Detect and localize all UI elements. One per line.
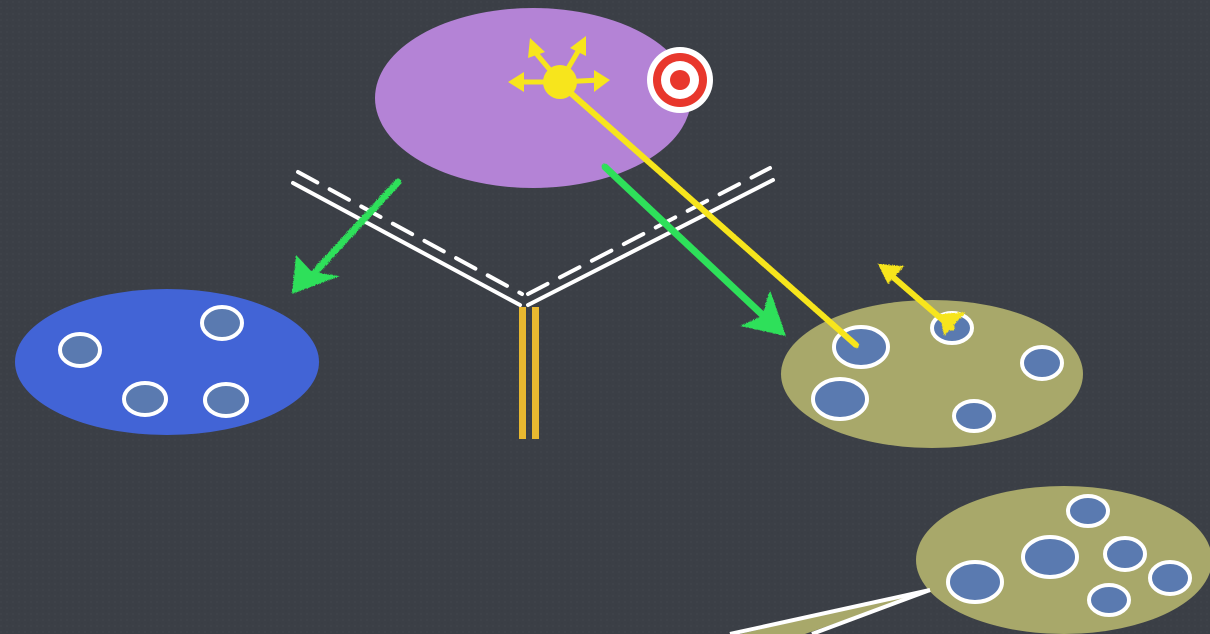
vesicle <box>124 383 166 415</box>
vesicle <box>813 379 867 419</box>
target-bullseye-icon <box>647 47 713 113</box>
vesicle <box>1089 585 1129 615</box>
vesicle <box>202 307 242 339</box>
vesicle <box>1023 537 1077 577</box>
vesicle <box>1068 496 1108 526</box>
vesicle <box>948 562 1002 602</box>
vesicle <box>60 334 100 366</box>
vesicle <box>205 384 247 416</box>
vesicle <box>1105 538 1145 570</box>
blue-group-ellipse <box>15 289 319 435</box>
vesicle <box>954 401 994 431</box>
vesicle <box>1022 347 1062 379</box>
vesicle <box>1150 562 1190 594</box>
